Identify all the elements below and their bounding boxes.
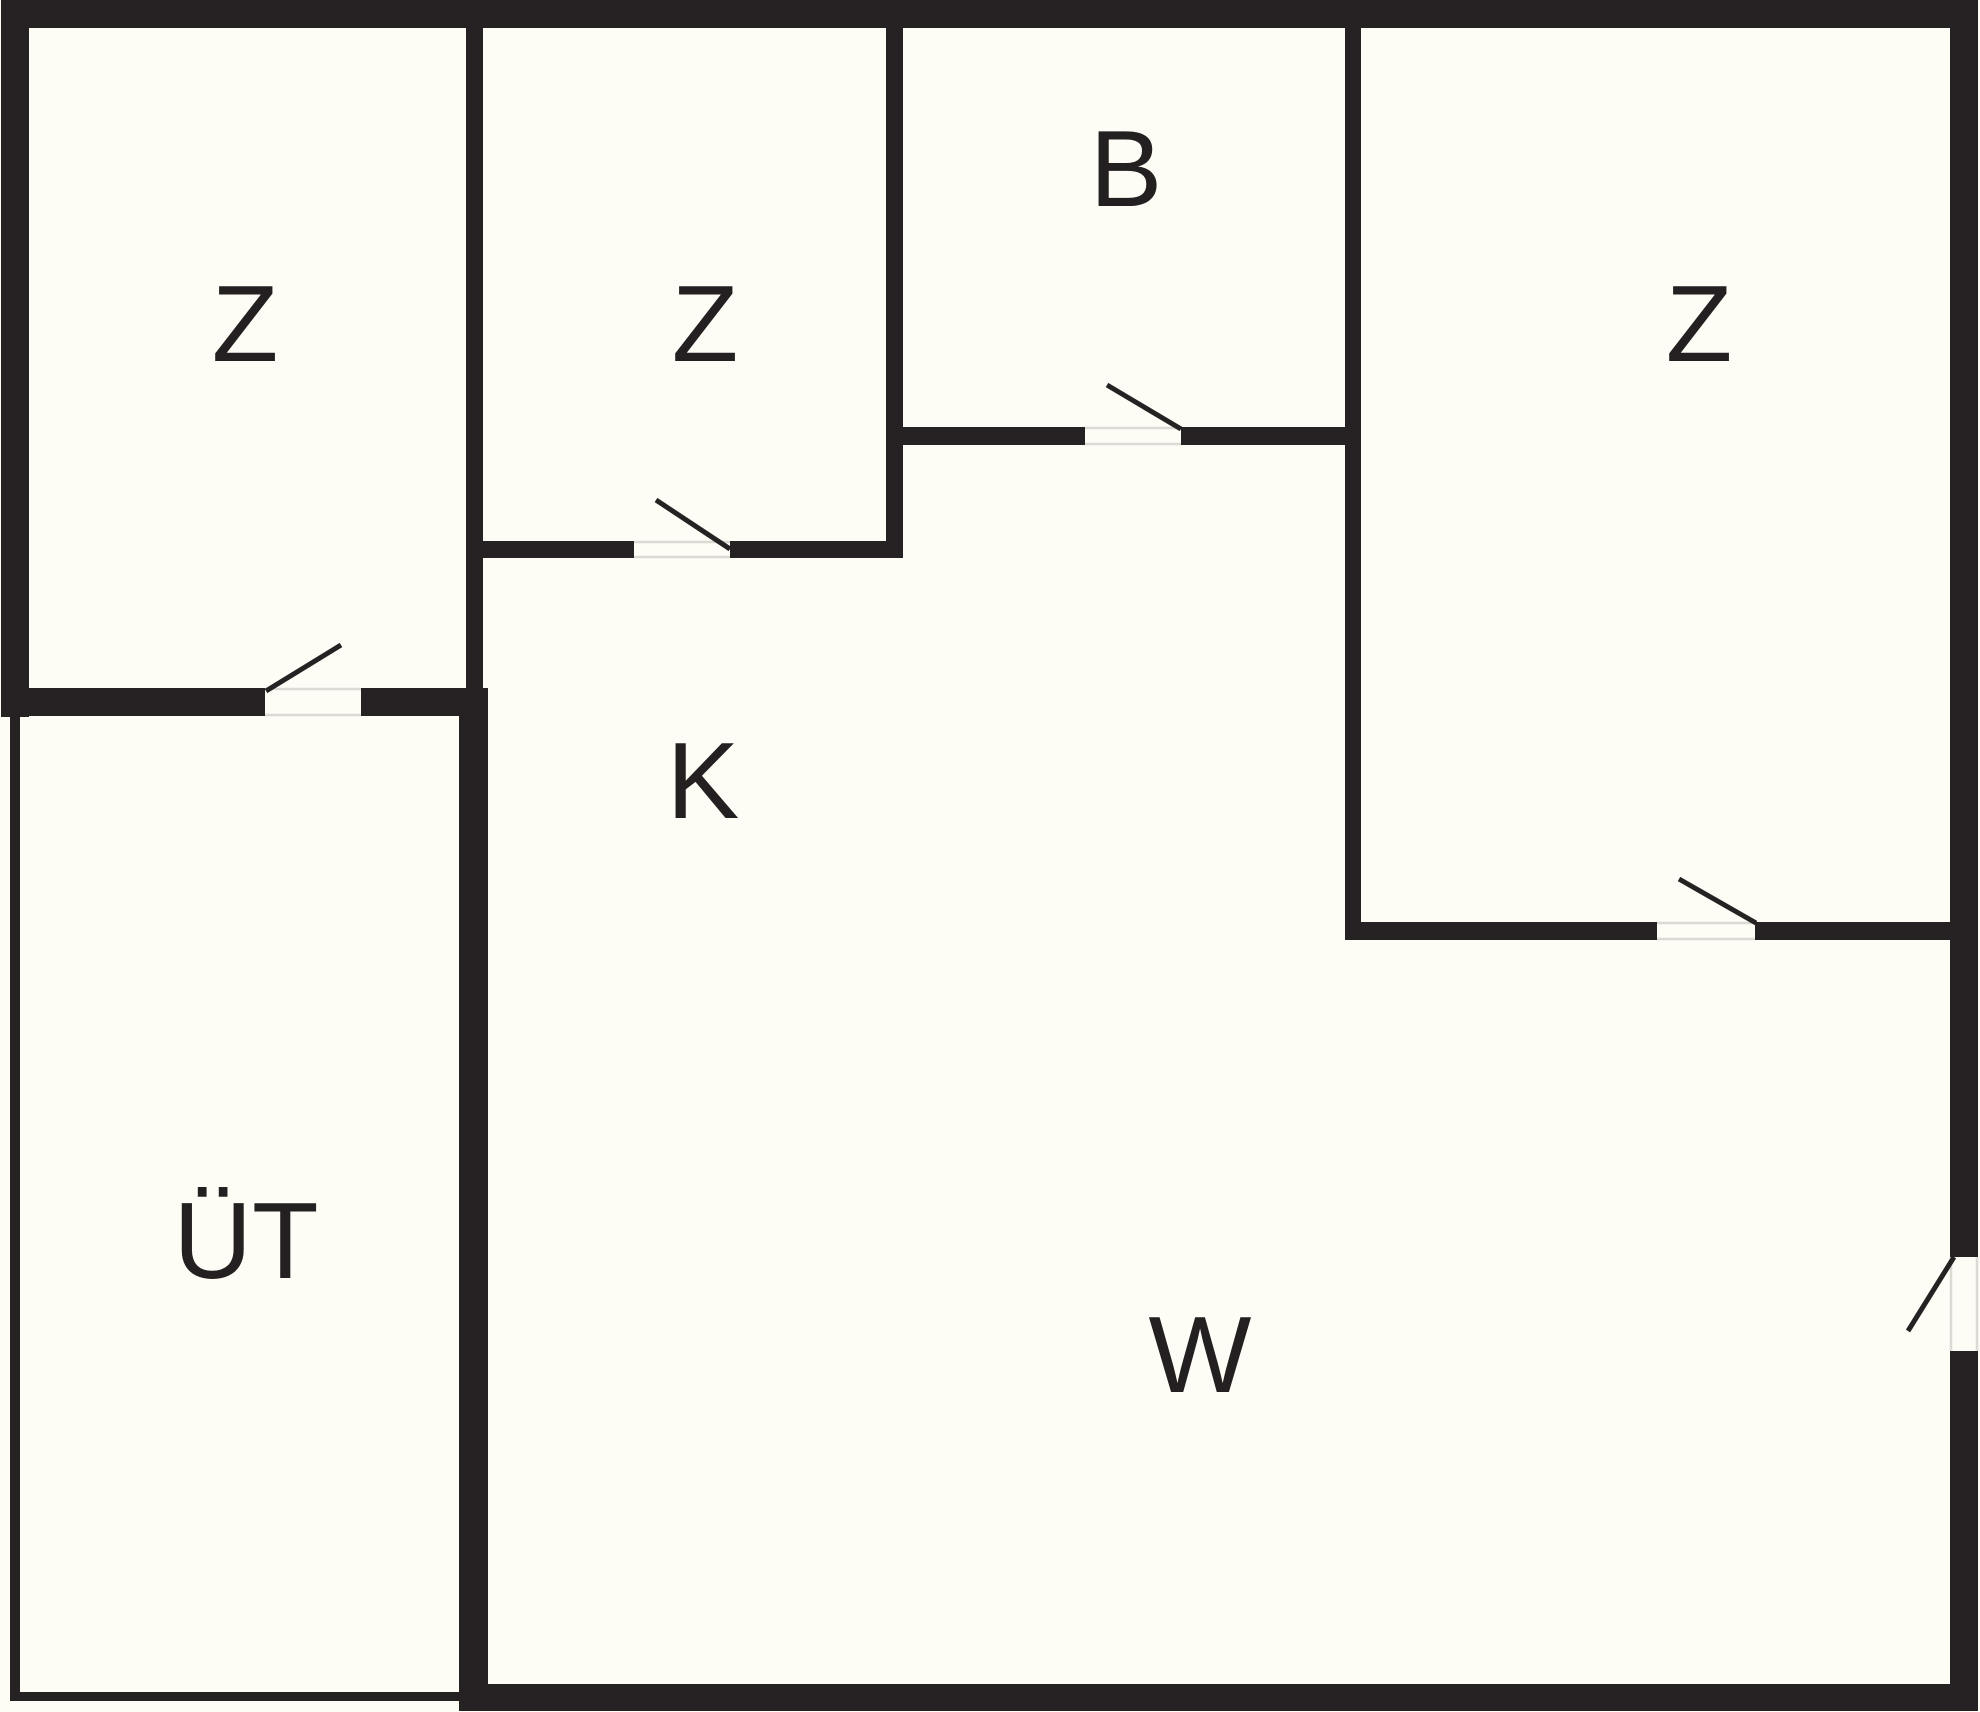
wall-z2-bottom-right-segment <box>730 541 903 558</box>
door-swings <box>264 382 1957 1333</box>
outer-wall-left <box>1 0 29 717</box>
wall-z2-bathroom-divider <box>886 28 903 558</box>
wall-z3-left-divider <box>1345 28 1361 940</box>
room-label-bedroom-top-left: Z <box>212 263 279 385</box>
terrace-wall-left <box>10 717 20 1701</box>
wall-z1-z2-divider <box>466 28 483 688</box>
wall-bathroom-bottom-right-segment <box>1181 427 1361 445</box>
door-leaf-bathroom <box>1105 382 1183 432</box>
door-leaf-z3 <box>1677 876 1758 926</box>
outer-wall-bottom <box>459 1684 1978 1711</box>
room-label-covered-terrace: ÜT <box>173 1180 318 1302</box>
outer-wall-right-lower <box>1950 1351 1978 1711</box>
room-label-kitchen: K <box>667 720 740 842</box>
wall-z3-bottom-left-segment <box>1345 922 1657 940</box>
outer-wall-top <box>1 0 1978 28</box>
outer-wall-right-upper <box>1950 0 1978 1257</box>
terrace-wall-bottom <box>10 1692 459 1701</box>
room-label-bathroom: B <box>1090 108 1163 230</box>
wall-bathroom-bottom-left-segment <box>886 427 1085 445</box>
door-leaf-z1 <box>264 642 343 694</box>
room-label-living-room: W <box>1149 1294 1252 1416</box>
room-label-bedroom-right: Z <box>1666 263 1733 385</box>
wall-z1-bottom-left-segment <box>1 688 265 716</box>
door-leaf-entrance <box>1905 1255 1957 1333</box>
door-openings <box>265 426 1979 1351</box>
door-leaf-z2 <box>654 497 732 552</box>
room-labels: Z Z B Z K ÜT W <box>173 108 1732 1416</box>
room-label-bedroom-middle: Z <box>672 263 739 385</box>
wall-z3-bottom-right-segment <box>1755 922 1978 940</box>
wall-z2-bottom-left-segment <box>466 541 634 558</box>
wall-terrace-right <box>459 688 488 1711</box>
